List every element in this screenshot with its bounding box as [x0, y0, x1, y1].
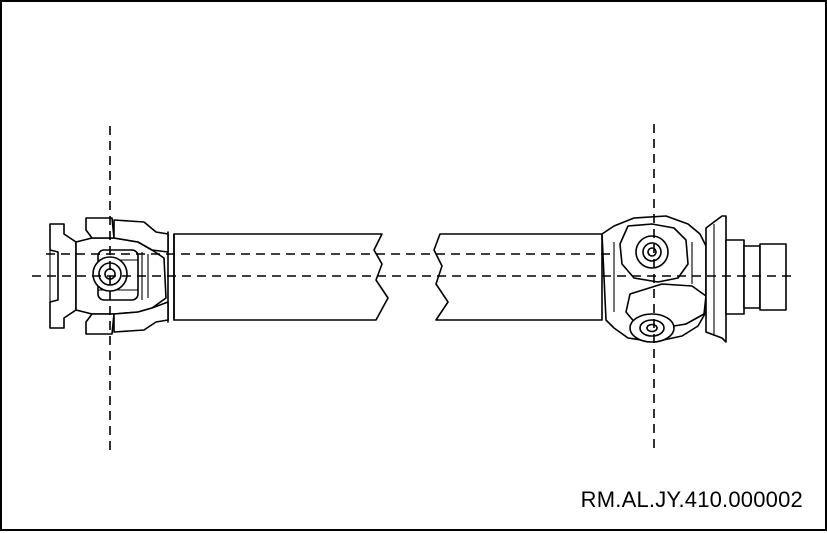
- front-universal-joint: [49, 217, 169, 335]
- shaft-tube: [167, 231, 603, 323]
- figure-reference-code: RM.AL.JY.410.000002: [580, 487, 803, 512]
- center-lines: [32, 124, 792, 454]
- rear-flange: [705, 215, 787, 343]
